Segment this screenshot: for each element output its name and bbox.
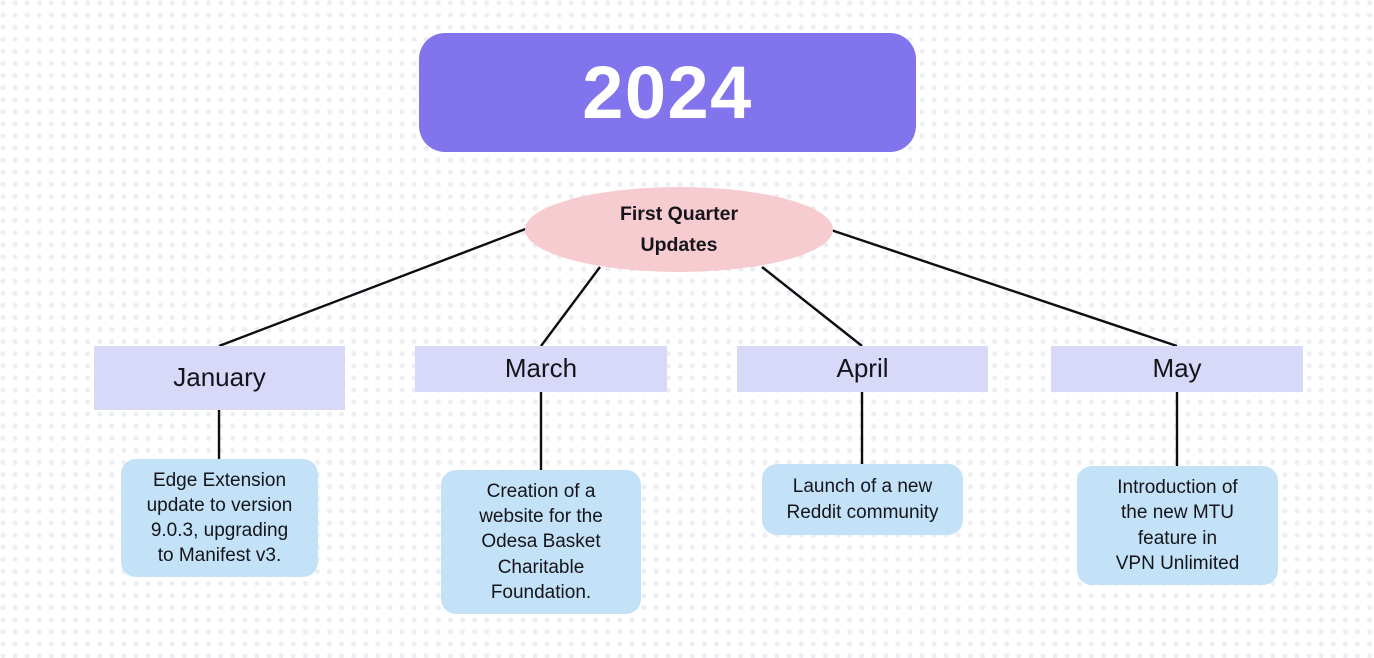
year-banner: 2024 [419, 33, 916, 152]
year-banner-title: 2024 [582, 50, 753, 134]
root-node-first-quarter-updates: First Quarter Updates [525, 187, 833, 272]
root-node-label: First Quarter Updates [619, 203, 739, 256]
month-box-may[interactable]: May [1051, 346, 1303, 392]
month-box-april[interactable]: April [737, 346, 988, 392]
description-box-april[interactable]: Launch of a new Reddit community [762, 464, 963, 535]
month-box-label: April [836, 353, 889, 384]
description-box-text: Creation of a website for the Odesa Bask… [479, 481, 603, 603]
description-box-january[interactable]: Edge Extension update to version 9.0.3, … [121, 459, 318, 577]
connector-root-to-january [218, 226, 529, 348]
month-box-january[interactable]: January [94, 346, 345, 410]
description-box-may[interactable]: Introduction of the new MTU feature in V… [1077, 466, 1278, 585]
connector-root-to-may [830, 228, 1178, 348]
month-box-label: May [1152, 353, 1202, 384]
month-box-march[interactable]: March [415, 346, 667, 392]
description-box-text: Introduction of the new MTU feature in V… [1115, 477, 1240, 574]
description-box-text: Launch of a new Reddit community [786, 476, 939, 523]
month-box-label: January [173, 362, 266, 393]
description-box-text: Edge Extension update to version 9.0.3, … [146, 469, 293, 567]
connector-root-to-march [540, 266, 601, 347]
connector-root-to-april [761, 266, 863, 347]
month-box-label: March [504, 353, 578, 384]
description-box-march[interactable]: Creation of a website for the Odesa Bask… [441, 470, 641, 614]
